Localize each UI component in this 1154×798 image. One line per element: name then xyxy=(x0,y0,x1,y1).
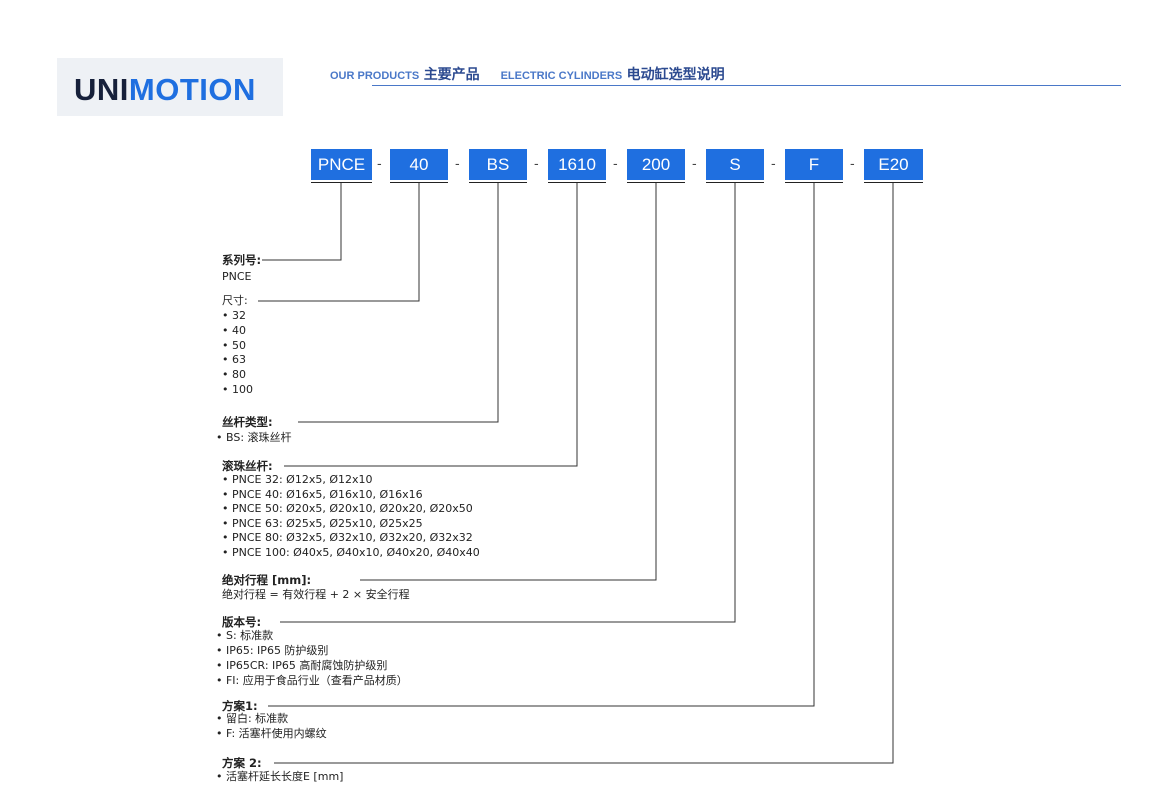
page-header-breadcrumb: OUR PRODUCTS 主要产品 ELECTRIC CYLINDERS 电动缸… xyxy=(330,64,725,86)
code-separator: - xyxy=(692,155,697,171)
code-separator: - xyxy=(534,155,539,171)
version-item: • FI: 应用于食品行业（查看产品材质） xyxy=(216,674,408,687)
code-box-version: S xyxy=(706,149,764,183)
version-item: • IP65CR: IP65 高耐腐蚀防护级别 xyxy=(216,659,388,672)
code-box-option2: E20 xyxy=(864,149,923,183)
logo-part-motion: MOTION xyxy=(128,72,256,107)
code-box-option1: F xyxy=(785,149,843,183)
code-separator: - xyxy=(771,155,776,171)
code-box-series: PNCE xyxy=(311,149,372,183)
option2-item: • 活塞杆延长长度E [mm] xyxy=(216,770,344,783)
logo-part-uni: UNI xyxy=(74,72,129,107)
size-title: 尺寸: xyxy=(222,294,248,307)
size-item: • 40 xyxy=(222,324,246,337)
ball-screw-item: • PNCE 100: Ø40x5, Ø40x10, Ø40x20, Ø40x4… xyxy=(222,546,480,559)
option1-item: • F: 活塞杆使用内螺纹 xyxy=(216,727,327,740)
stroke-title: 绝对行程 [mm]: xyxy=(222,573,312,587)
connector-option2 xyxy=(274,183,894,764)
header-divider xyxy=(372,85,1121,86)
size-item: • 63 xyxy=(222,353,246,366)
size-item: • 80 xyxy=(222,368,246,381)
version-item: • S: 标准款 xyxy=(216,629,274,642)
size-item: • 32 xyxy=(222,309,246,322)
connector-version xyxy=(280,183,736,623)
code-separator: - xyxy=(613,155,618,171)
ball-screw-item: • PNCE 50: Ø20x5, Ø20x10, Ø20x20, Ø20x50 xyxy=(222,502,473,515)
series-item: PNCE xyxy=(222,270,252,283)
ball-screw-item: • PNCE 80: Ø32x5, Ø32x10, Ø32x20, Ø32x32 xyxy=(222,531,473,544)
connector-screw-type xyxy=(298,183,499,423)
ball-screw-item: • PNCE 32: Ø12x5, Ø12x10 xyxy=(222,473,373,486)
stroke-formula: 绝对行程 = 有效行程 + 2 × 安全行程 xyxy=(222,588,410,601)
unimotion-logo[interactable]: UNIMOTION xyxy=(74,70,256,110)
connector-ball-screw xyxy=(284,183,578,467)
version-title: 版本号: xyxy=(222,615,262,629)
header-electric-cylinders[interactable]: ELECTRIC CYLINDERS xyxy=(500,70,623,82)
logo-background xyxy=(57,58,283,116)
version-item: • IP65: IP65 防护级别 xyxy=(216,644,329,657)
code-box-stroke: 200 xyxy=(627,149,685,183)
option1-item: • 留白: 标准款 xyxy=(216,712,289,725)
header-main-products[interactable]: 主要产品 xyxy=(423,66,480,82)
series-title: 系列号: xyxy=(222,253,262,267)
code-box-size: 40 xyxy=(390,149,448,183)
connector-stroke xyxy=(360,183,657,581)
ball-screw-item: • PNCE 40: Ø16x5, Ø16x10, Ø16x16 xyxy=(222,488,423,501)
code-separator: - xyxy=(377,155,382,171)
option2-title: 方案 2: xyxy=(222,756,262,770)
screw-type-title: 丝杆类型: xyxy=(222,415,273,429)
connector-option1 xyxy=(268,183,815,707)
code-box-ball-screw: 1610 xyxy=(548,149,606,183)
size-item: • 50 xyxy=(222,339,246,352)
connector-size xyxy=(258,183,420,302)
code-box-screw-type: BS xyxy=(469,149,527,183)
code-separator: - xyxy=(455,155,460,171)
code-separator: - xyxy=(850,155,855,171)
header-selection-guide: 电动缸选型说明 xyxy=(626,66,725,82)
ball-screw-item: • PNCE 63: Ø25x5, Ø25x10, Ø25x25 xyxy=(222,517,423,530)
ball-screw-title: 滚珠丝杆: xyxy=(222,459,273,473)
header-our-products[interactable]: OUR PRODUCTS xyxy=(330,70,420,82)
screw-type-item: • BS: 滚珠丝杆 xyxy=(216,431,292,444)
option1-title: 方案1: xyxy=(222,699,258,713)
size-item: • 100 xyxy=(222,383,253,396)
connector-series xyxy=(262,183,342,261)
